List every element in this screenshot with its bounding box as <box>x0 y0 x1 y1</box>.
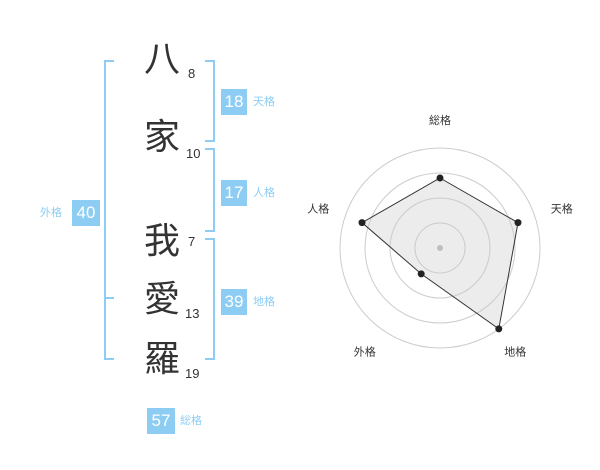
radar-series-polygon <box>361 177 519 330</box>
stroke-count-1: 8 <box>188 66 196 81</box>
soukaku-label: 総格 <box>180 414 202 427</box>
radar-axis-label-4: 人格 <box>307 201 329 215</box>
radar-axis-label-1: 天格 <box>551 201 573 215</box>
radar-point-2 <box>495 325 503 333</box>
name-char-2: 家 <box>143 117 180 158</box>
tenkaku-value: 18 <box>221 89 247 115</box>
chikaku-bracket <box>205 238 215 360</box>
radar-ring-3 <box>364 172 516 324</box>
stroke-count-3: 7 <box>188 234 196 249</box>
radar-point-1 <box>514 219 522 227</box>
stroke-count-5: 19 <box>185 366 200 381</box>
soukaku-value: 57 <box>147 408 175 434</box>
gaikaku-value: 40 <box>72 200 100 226</box>
radar-point-3 <box>417 270 425 278</box>
gaikaku-divider <box>104 297 114 299</box>
chikaku-label: 地格 <box>253 295 275 308</box>
tenkaku-label: 天格 <box>253 95 275 108</box>
chikaku-value: 39 <box>221 289 247 315</box>
radar-ring-2 <box>389 197 491 299</box>
radar-axis-label-3: 外格 <box>354 345 376 359</box>
radar-point-4 <box>358 219 366 227</box>
name-char-3: 我 <box>143 221 180 262</box>
tenkaku-bracket <box>205 60 215 142</box>
name-char-4: 愛 <box>143 279 180 320</box>
jinkaku-bracket <box>205 148 215 232</box>
name-char-5: 羅 <box>143 339 180 380</box>
radar-center <box>437 245 443 251</box>
radar-point-0 <box>436 174 444 182</box>
gaikaku-bracket <box>104 60 114 360</box>
jinkaku-label: 人格 <box>253 186 275 199</box>
radar-ring-1 <box>414 222 466 274</box>
jinkaku-value: 17 <box>221 180 247 206</box>
radar-axis-label-2: 地格 <box>504 345 526 359</box>
name-char-1: 八 <box>143 39 180 80</box>
stroke-count-4: 13 <box>185 306 200 321</box>
radar-axis-label-0: 総格 <box>429 113 451 127</box>
gaikaku-label: 外格 <box>40 206 62 219</box>
stroke-count-2: 10 <box>186 146 201 161</box>
